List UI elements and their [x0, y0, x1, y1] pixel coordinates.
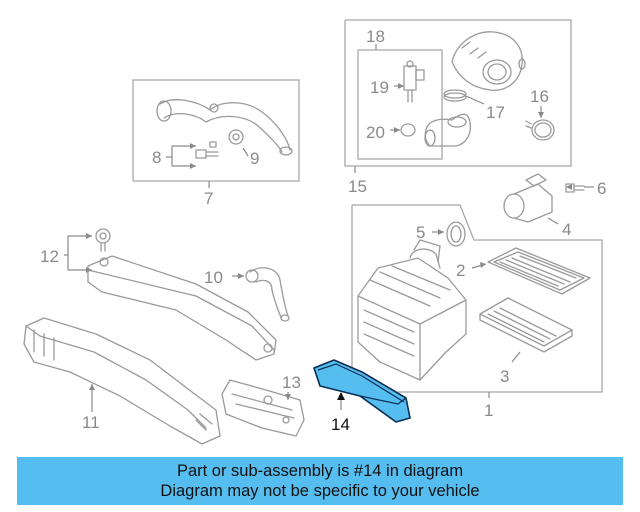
callout-20: 20 — [366, 123, 385, 142]
callout-8: 8 — [152, 148, 161, 167]
intake-duct-part-11 — [23, 317, 221, 445]
leader-arrowheads — [86, 83, 572, 400]
clip-part-12 — [95, 228, 111, 252]
vent-hose-part-10 — [245, 267, 290, 322]
callout-14-arrow — [337, 392, 345, 400]
grommet-part-9 — [228, 129, 244, 145]
screw-part-6 — [565, 183, 585, 193]
callout-12-leaders — [64, 235, 92, 271]
callout-13: 13 — [282, 373, 301, 392]
callout-17: 17 — [486, 103, 505, 122]
callout-19: 19 — [370, 78, 389, 97]
callout-7: 7 — [204, 189, 213, 208]
filter-lid-part-3 — [479, 297, 573, 353]
maf-sensor-part-4 — [503, 173, 553, 223]
air-cleaner-housing — [357, 239, 467, 381]
filter-element-part-2 — [487, 247, 591, 295]
banner-line-1: Part or sub-assembly is #14 in diagram — [176, 462, 464, 480]
o-ring-part-20 — [400, 123, 416, 137]
callout-1: 1 — [484, 401, 493, 420]
elbow-part-20 — [424, 113, 472, 147]
callout-15: 15 — [348, 177, 367, 196]
hose-clamp-part-16 — [525, 119, 555, 141]
air-duct-part-14-highlighted — [313, 359, 411, 423]
valve-part-19 — [403, 60, 425, 103]
engine-cover-part-12 — [87, 255, 277, 361]
callout-18: 18 — [366, 27, 385, 46]
callout-4: 4 — [562, 220, 571, 239]
callout-14: 14 — [331, 415, 350, 434]
group-7-box — [132, 79, 300, 188]
clamp-part-17 — [443, 89, 467, 102]
callout-11: 11 — [82, 413, 100, 432]
bracket-part-13 — [221, 379, 305, 437]
group-15-box — [344, 19, 572, 173]
turbo-hose-part-17 — [451, 31, 526, 91]
callout-6: 6 — [597, 179, 606, 198]
callout-5: 5 — [416, 223, 425, 242]
callout-2: 2 — [456, 261, 465, 280]
callout-16: 16 — [530, 87, 549, 106]
gasket-part-5 — [446, 221, 466, 247]
callout-10: 10 — [204, 268, 223, 287]
intake-hose-group-7 — [156, 99, 293, 156]
bolt-part-8 — [195, 141, 219, 159]
info-banner: Part or sub-assembly is #14 in diagram D… — [17, 457, 623, 505]
callout-3: 3 — [500, 367, 509, 386]
banner-line-2: Diagram may not be specific to your vehi… — [160, 482, 480, 500]
callout-12: 12 — [40, 247, 59, 266]
callout-9: 9 — [250, 149, 259, 168]
parts-diagram: 7 8 9 15 1 — [23, 19, 606, 445]
